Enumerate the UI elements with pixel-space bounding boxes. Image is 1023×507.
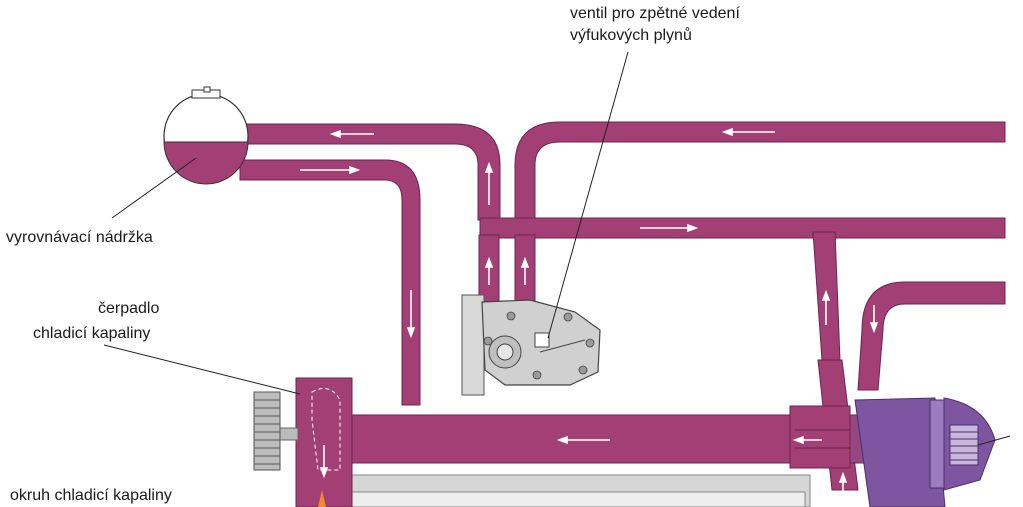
turbocharger: [854, 397, 1011, 507]
engine-block: [329, 474, 811, 507]
turbo-return-pipe: [857, 281, 1006, 391]
label-pump-line1: čerpadlo: [98, 300, 159, 317]
egr-connection-pipes: [478, 234, 536, 304]
egr-valve: [461, 294, 601, 396]
flow-arrows: [300, 127, 879, 500]
upper-return-pipe: [514, 121, 1006, 226]
label-coolant-circuit: okruh chladicí kapaliny: [10, 487, 172, 504]
main-pipe: [334, 405, 956, 469]
expansion-tank: [163, 86, 249, 185]
middle-pipe: [479, 217, 1006, 239]
leader-lines: [103, 51, 629, 395]
label-egr-valve-line1: ventil pro zpětné vedení: [570, 5, 740, 22]
label-expansion-tank: vyrovnávací nádržka: [6, 229, 153, 246]
leader-egr-valve: [547, 51, 629, 339]
coolant-pump: [253, 377, 353, 507]
leader-pump: [103, 344, 301, 395]
leader-expansion-tank: [111, 157, 197, 219]
label-egr-valve-line2: výfukových plynů: [570, 26, 692, 44]
label-pump-line2: chladicí kapaliny: [33, 325, 150, 342]
tank-feed-pipe: [239, 159, 421, 406]
